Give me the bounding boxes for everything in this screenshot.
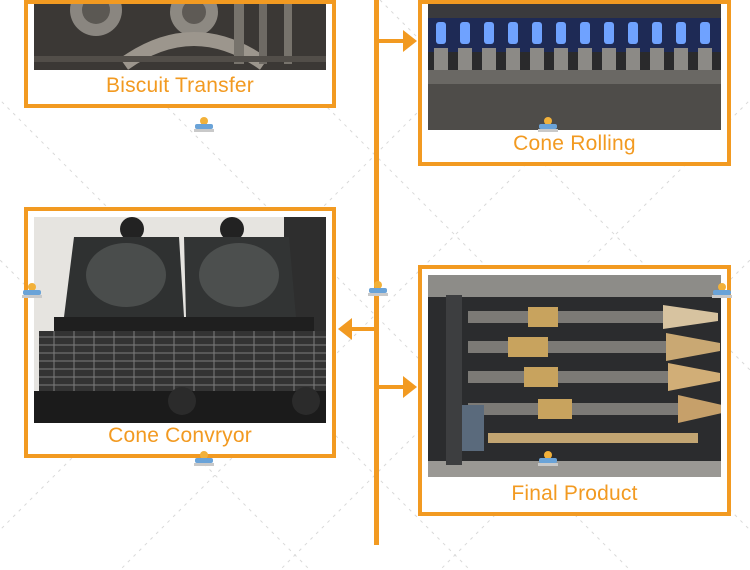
caption-final-product: Final Product (511, 482, 638, 505)
caption-cone-rolling: Cone Rolling (513, 132, 636, 155)
caption-cone-conveyor: Cone Convryor (108, 424, 252, 447)
arrow-right-icon (403, 30, 417, 52)
card-cone-conveyor: Cone Convryor (24, 207, 336, 458)
watermark-logo-icon (538, 116, 558, 134)
connector-cone-conveyor (352, 327, 374, 331)
watermark-logo-icon (368, 280, 388, 298)
watermark-logo-icon (712, 282, 732, 300)
watermark-logo-icon (538, 450, 558, 468)
photo-final-product (428, 275, 721, 477)
caption-biscuit-transfer: Biscuit Transfer (106, 74, 254, 97)
card-final-product: Final Product (418, 265, 731, 516)
arrow-right-icon (403, 376, 417, 398)
watermark-logo-icon (194, 450, 214, 468)
photo-cone-rolling (428, 4, 721, 130)
watermark-logo-icon (194, 116, 214, 134)
watermark-logo-icon (22, 282, 42, 300)
card-biscuit-transfer: Biscuit Transfer (24, 0, 336, 108)
photo-biscuit-transfer (34, 4, 326, 70)
arrow-left-icon (338, 318, 352, 340)
connector-cone-rolling (379, 39, 403, 43)
card-cone-rolling: Cone Rolling (418, 0, 731, 166)
connector-final-product (379, 385, 403, 389)
flow-line-vertical (374, 0, 379, 545)
photo-cone-conveyor (34, 217, 326, 423)
